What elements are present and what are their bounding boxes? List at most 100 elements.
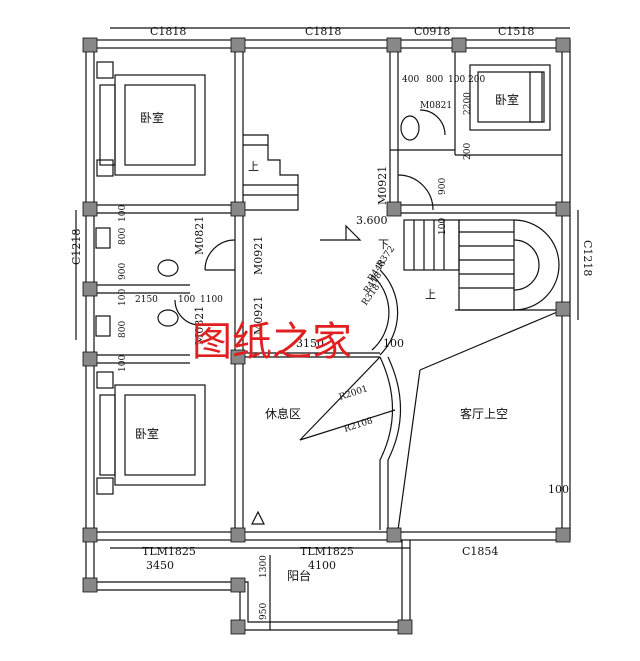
dim-label: 2200: [463, 92, 473, 115]
column: [82, 37, 98, 53]
room-label: 卧室: [495, 92, 519, 107]
column: [386, 37, 402, 53]
column: [82, 527, 98, 543]
dim-label: 200: [468, 75, 485, 85]
window-label: C1818: [305, 25, 341, 38]
sink: [157, 309, 179, 327]
stair-down-label: 下: [378, 238, 389, 251]
door-label: M0821: [193, 306, 206, 345]
dim-label: 800: [426, 75, 443, 85]
toilet: [400, 115, 420, 141]
dim-label: 2150: [135, 295, 158, 305]
stair-radius-label: R318: [360, 282, 382, 308]
column: [451, 37, 467, 53]
dim-label: 100: [178, 295, 195, 305]
stair-left: [243, 134, 299, 211]
door-swing: [174, 299, 201, 326]
column: [230, 619, 246, 635]
dim-label: 100: [118, 205, 128, 222]
column: [397, 619, 413, 635]
opening-width: 4100: [308, 559, 336, 572]
opening-label: TLM1825: [142, 545, 196, 558]
dim-label: 100: [448, 75, 465, 85]
dim-label: 100: [438, 218, 448, 235]
window-label-right: C1218: [581, 240, 594, 276]
column: [230, 37, 246, 53]
bed-top-left-inner: [124, 84, 196, 166]
door-label: M0921: [252, 296, 265, 335]
bed-top-left: [114, 74, 206, 176]
bed-top-right-inner: [477, 71, 543, 123]
door-label: M0921: [376, 166, 389, 205]
nightstand: [96, 61, 114, 79]
bed-top-right: [469, 64, 551, 131]
dim-label: 1100: [200, 295, 223, 305]
window-label: C0918: [414, 25, 450, 38]
window-label: C1818: [150, 25, 186, 38]
opening-width: 3450: [146, 559, 174, 572]
nightstand: [96, 477, 114, 495]
door-label: M0921: [252, 236, 265, 275]
bed-bottom-left-inner: [124, 394, 196, 476]
column: [555, 527, 571, 543]
dim-label: 3150: [296, 337, 324, 350]
sink: [157, 259, 179, 277]
column: [386, 201, 402, 217]
column: [230, 527, 246, 543]
column: [555, 301, 571, 317]
room-label: 卧室: [135, 426, 159, 441]
dim-label: 400: [402, 75, 419, 85]
room-label: 卧室: [140, 110, 164, 125]
void-edge: [419, 309, 563, 371]
column: [230, 201, 246, 217]
column: [82, 281, 98, 297]
bed-bottom-left: [114, 384, 206, 486]
column: [82, 351, 98, 367]
dim-label: 100: [383, 337, 404, 350]
bed-top-left-headboard: [99, 84, 116, 166]
room-label: 休息区: [265, 406, 301, 421]
stair-spiral-inner: [513, 239, 540, 291]
mark-triangle: [251, 510, 265, 525]
door-swing: [204, 239, 236, 271]
window-label-left: C1218: [70, 229, 83, 265]
toilet: [95, 227, 111, 249]
dim-label: 800: [118, 321, 128, 338]
balcony-inner: [93, 540, 403, 623]
dim-label: 1300: [259, 555, 269, 578]
stair-up-label: 上: [425, 288, 436, 301]
dim-label: 950: [259, 603, 269, 620]
arc-label: R2001: [338, 384, 369, 403]
room-label: 客厅上空: [460, 406, 508, 421]
arc-stair-edge-2: [371, 274, 390, 351]
dim-label: 200: [463, 143, 473, 160]
room-label: 阳台: [287, 568, 311, 583]
bed-top-right-headboard: [529, 71, 545, 123]
column: [555, 37, 571, 53]
column: [82, 577, 98, 593]
window-label: C1518: [498, 25, 534, 38]
toilet: [95, 315, 111, 337]
stair-spiral-outer: [513, 219, 560, 311]
watermark: 图纸之家: [192, 319, 352, 365]
door-label: M0821: [420, 101, 452, 111]
column: [230, 349, 246, 365]
void-edge-2: [397, 369, 421, 531]
radius-line: [299, 356, 381, 441]
opening-label: C1854: [462, 545, 498, 558]
nightstand: [96, 159, 114, 177]
door-label: M0821: [193, 216, 206, 255]
stair-up-label: 上: [248, 160, 259, 173]
dim-label: 900: [118, 263, 128, 280]
curved-partition: [379, 356, 393, 530]
radius-line-2: [299, 409, 396, 441]
dim-label: 800: [118, 228, 128, 245]
elevation-label: 3.600: [356, 214, 388, 227]
door-swing: [419, 109, 446, 136]
arc-label: R2108: [343, 416, 375, 435]
dim-label: 100: [118, 355, 128, 372]
outer-wall-inner: [93, 47, 563, 533]
dim-label: 100: [548, 483, 569, 496]
nightstand: [96, 371, 114, 389]
